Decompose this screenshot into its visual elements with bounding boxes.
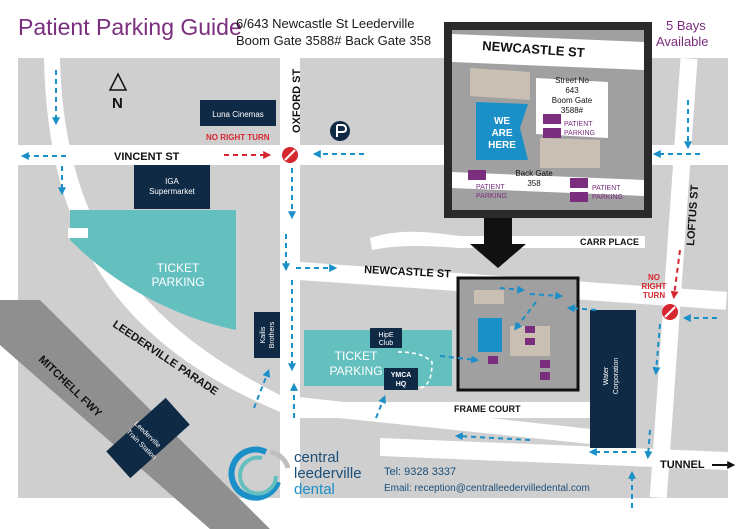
no-right-turn-arrow-right bbox=[670, 249, 681, 300]
contact-tel: Tel: 9328 3337 bbox=[384, 466, 456, 478]
inset-patient-parking-b-1: PATIENT bbox=[476, 184, 505, 191]
parking-p-icon bbox=[330, 121, 350, 141]
mini-we-are-here bbox=[478, 318, 502, 352]
kailis-block bbox=[254, 312, 280, 358]
back-gate-1: Back Gate bbox=[515, 169, 553, 178]
hipe-label-2: Club bbox=[379, 340, 394, 347]
carr-place-label: CARR PLACE bbox=[580, 237, 639, 247]
brand-line-1: central bbox=[294, 449, 339, 466]
inset-street-label: NEWCASTLE ST bbox=[482, 38, 585, 60]
luna-cinemas-label: Luna Cinemas bbox=[212, 110, 264, 119]
we-are-here-3: HERE bbox=[488, 140, 516, 151]
no-right-turn-label-right-3: TURN bbox=[643, 291, 665, 300]
water-corp-label-1: Water bbox=[603, 366, 610, 385]
tunnel-road bbox=[380, 438, 728, 470]
route-arrows bbox=[20, 70, 720, 508]
iga-label-1: IGA bbox=[165, 177, 179, 186]
ticket-parking-top-area bbox=[70, 210, 236, 330]
mitchell-fwy-band bbox=[0, 300, 270, 529]
address-line-1: 6/643 Newcastle St Leederville bbox=[236, 16, 415, 31]
street-no-4: 3588# bbox=[561, 106, 584, 115]
hipe-block bbox=[370, 328, 402, 348]
train-station-block bbox=[106, 397, 190, 479]
address-line-2: Boom Gate 3588# Back Gate 358 bbox=[236, 33, 432, 48]
inset-patient-parking-a-1: PATIENT bbox=[564, 121, 593, 128]
ticket-parking-top-label-2: PARKING bbox=[151, 275, 204, 289]
tunnel-label: TUNNEL bbox=[660, 459, 705, 471]
inset-pointer-arrow bbox=[470, 218, 526, 268]
iga-label-2: Supermarket bbox=[149, 187, 196, 196]
brand-logo-icon bbox=[228, 446, 291, 501]
luna-cinemas-block bbox=[200, 100, 276, 126]
no-entry-sign-oxford bbox=[282, 147, 298, 163]
bays-count: 5 Bays bbox=[666, 18, 706, 33]
no-entry-sign-loftus bbox=[662, 304, 678, 320]
page-title: Patient Parking Guide bbox=[18, 14, 242, 40]
brand-line-2: leederville bbox=[294, 465, 362, 482]
ticket-parking-bottom-label-2: PARKING bbox=[329, 364, 382, 378]
loftus-st-road bbox=[649, 57, 698, 499]
iga-block bbox=[134, 165, 210, 209]
no-right-turn-label-left: NO RIGHT TURN bbox=[206, 133, 270, 142]
no-right-turn-label-right-1: NO bbox=[648, 273, 660, 282]
hipe-label-1: HipE bbox=[378, 332, 394, 339]
inset-patient-parking-c-2: PARKING bbox=[592, 194, 623, 201]
contact-email: Email: reception@centralleedervilledenta… bbox=[384, 483, 590, 494]
no-right-turn-label-right-2: RIGHT bbox=[642, 282, 667, 291]
brand-line-3: dental bbox=[294, 481, 335, 498]
inset-patient-parking-a-2: PARKING bbox=[564, 130, 595, 137]
ymca-label-1: YMCA bbox=[391, 372, 412, 379]
ymca-block bbox=[384, 368, 418, 390]
newcastle-st-label: NEWCASTLE ST bbox=[364, 264, 452, 281]
we-are-here-1: WE bbox=[494, 116, 510, 127]
kailis-label-2: Brothers bbox=[269, 321, 276, 348]
inset-patient-parking-c-1: PATIENT bbox=[592, 185, 621, 192]
north-arrow-icon bbox=[108, 72, 128, 91]
north-label: N bbox=[112, 95, 123, 112]
ticket-parking-top-label-1: TICKET bbox=[157, 261, 200, 275]
ticket-parking-bottom-label-1: TICKET bbox=[335, 349, 378, 363]
street-no-3: Boom Gate bbox=[552, 96, 593, 105]
loftus-st-label: LOFTUS ST bbox=[685, 184, 701, 246]
water-corp-label-2: Corporation bbox=[613, 358, 620, 395]
bays-available: Available bbox=[656, 34, 709, 49]
we-are-here-2: ARE bbox=[491, 128, 512, 139]
inset-patient-parking-b-2: PARKING bbox=[476, 193, 507, 200]
ymca-label-2: HQ bbox=[396, 381, 407, 388]
leederville-parade-road bbox=[44, 58, 600, 445]
street-no-2: 643 bbox=[565, 86, 579, 95]
we-are-here-block bbox=[476, 102, 528, 160]
oxford-st-label: OXFORD ST bbox=[291, 69, 303, 133]
kailis-label-1: Kailis bbox=[260, 326, 267, 343]
frame-court-label: FRAME COURT bbox=[454, 404, 521, 414]
street-no-1: Street No bbox=[555, 76, 589, 85]
vincent-st-label: VINCENT ST bbox=[114, 151, 180, 163]
back-gate-2: 358 bbox=[527, 179, 541, 188]
water-corp-block bbox=[590, 310, 636, 448]
